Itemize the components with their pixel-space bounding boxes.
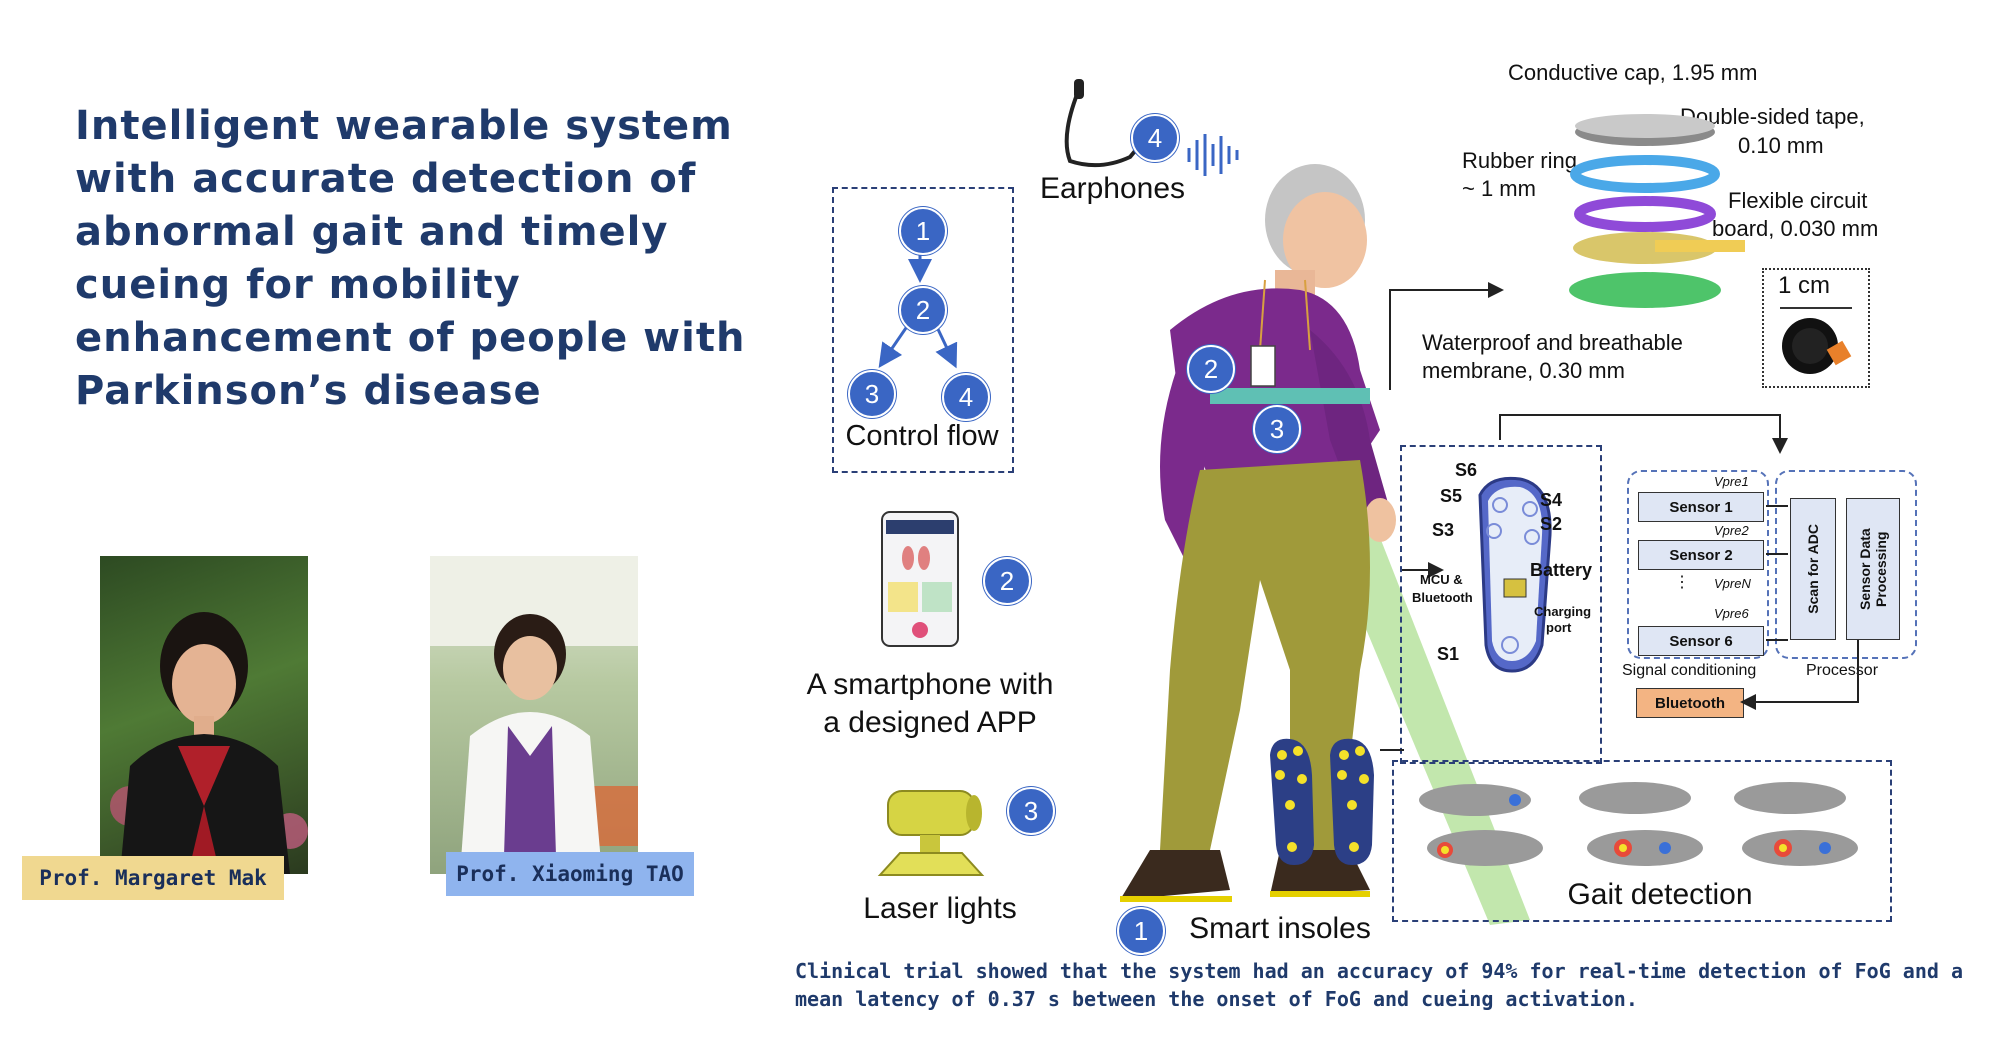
- sensor-s6-label: S6: [1455, 460, 1478, 480]
- vpre1-label: Vpre1: [1714, 474, 1749, 489]
- sensor-photo: [1780, 307, 1852, 374]
- name-label-xiaoming-tao: Prof. Xiaoming TAO: [446, 852, 694, 896]
- layer-ring-label-1: Rubber ring,: [1462, 148, 1584, 173]
- sound-wave-icon: [1187, 134, 1239, 176]
- sensor-6-box: Sensor 6: [1638, 626, 1764, 656]
- scan-for-adc-box: Scan for ADC: [1790, 498, 1836, 640]
- layer-ring-label-2: ~ 1 mm: [1462, 176, 1536, 201]
- circuit-arrows: [1740, 505, 1859, 710]
- layer-membrane-label-2: membrane, 0.30 mm: [1422, 358, 1625, 383]
- charging-port-label-1: Charging: [1534, 604, 1592, 619]
- signal-conditioning-box: [1627, 470, 1769, 659]
- battery-label: Battery: [1530, 560, 1593, 580]
- clinical-trial-summary: Clinical trial showed that the system ha…: [795, 959, 1963, 1011]
- layer-membrane-label-1: Waterproof and breathable: [1422, 330, 1683, 355]
- insole-to-gait-arrow: [1380, 749, 1404, 751]
- smart-insoles-icon: [1270, 738, 1374, 865]
- flow-node-4: 4: [942, 373, 990, 421]
- layer-pcb-label-2: board, 0.030 mm: [1712, 216, 1879, 241]
- insole-detail-box: [1400, 445, 1602, 764]
- sensor-s1-label: S1: [1437, 644, 1460, 664]
- scale-box: [1762, 268, 1870, 388]
- layer-cap-label: Conductive cap, 1.95 mm: [1508, 60, 1758, 85]
- mcu-label-2: Bluetooth: [1412, 590, 1473, 605]
- photo-margaret-mak: [100, 556, 308, 874]
- insoles-label: Smart insoles: [1189, 912, 1371, 945]
- smartphone-label-line1: A smartphone with: [806, 668, 1054, 701]
- layer-pcb-label-1: Flexible circuit: [1728, 188, 1868, 213]
- bluetooth-box: Bluetooth: [1636, 688, 1744, 718]
- insole-diagram: [1478, 476, 1552, 673]
- signal-conditioning-label: Signal conditioning: [1622, 662, 1757, 679]
- smartphone-number: 2: [983, 557, 1031, 605]
- person-portrait-1: [110, 612, 308, 874]
- earphones-label: Earphones: [1039, 172, 1186, 205]
- charging-port-label-2: port: [1546, 620, 1572, 635]
- body-phone-number: 2: [1187, 345, 1235, 393]
- scale-label: 1 cm: [1778, 272, 1831, 299]
- body-laser-number: 3: [1253, 405, 1301, 453]
- sensor-s5-label: S5: [1440, 486, 1463, 506]
- flow-node-1: 1: [899, 207, 947, 255]
- photo-xiaoming-tao: [430, 556, 638, 874]
- sensor-s2-label: S2: [1540, 514, 1563, 534]
- smartphone-label-line2: a designed APP: [823, 706, 1037, 739]
- laser-label: Laser lights: [863, 892, 1017, 925]
- mcu-label-1: MCU &: [1420, 572, 1463, 587]
- laser-light-icon: [877, 790, 985, 876]
- name-label-margaret-mak: Prof. Margaret Mak: [22, 856, 284, 900]
- vpre2-label: Vpre2: [1714, 523, 1749, 538]
- vpren-label: VpreN: [1714, 576, 1751, 591]
- gait-detection-box: [1392, 760, 1892, 922]
- sensor-data-processing-box: Sensor Data Processing: [1846, 498, 1900, 640]
- person-portrait-2: [430, 556, 638, 874]
- layer-stack-illustration: [1569, 114, 1745, 308]
- sensor-1-box: Sensor 1: [1638, 492, 1764, 522]
- processor-box: [1775, 470, 1917, 659]
- sensor-s3-label: S3: [1432, 520, 1455, 540]
- smartphone-icon: [881, 511, 959, 647]
- sensor-s4-label: S4: [1540, 490, 1563, 510]
- gait-detection-label: Gait detection: [1567, 878, 1753, 911]
- earphones-number: 4: [1131, 114, 1179, 162]
- vertical-dots: ⋮: [1674, 574, 1690, 591]
- gait-footprints: [1419, 782, 1858, 866]
- insoles-number: 1: [1117, 907, 1165, 955]
- control-flow-box: [832, 187, 1014, 473]
- control-flow-label: Control flow: [845, 420, 999, 452]
- sensor-2-box: Sensor 2: [1638, 540, 1764, 570]
- flow-node-3: 3: [848, 370, 896, 418]
- page-title: Intelligent wearable system with accurat…: [75, 103, 746, 414]
- flow-node-2: 2: [899, 286, 947, 334]
- connector-lines: [1389, 282, 1788, 578]
- processor-label: Processor: [1806, 662, 1879, 679]
- laser-number: 3: [1007, 787, 1055, 835]
- control-flow-arrows: [878, 253, 958, 369]
- layer-tape-label-2: 0.10 mm: [1738, 133, 1824, 158]
- vpre6-label: Vpre6: [1714, 606, 1749, 621]
